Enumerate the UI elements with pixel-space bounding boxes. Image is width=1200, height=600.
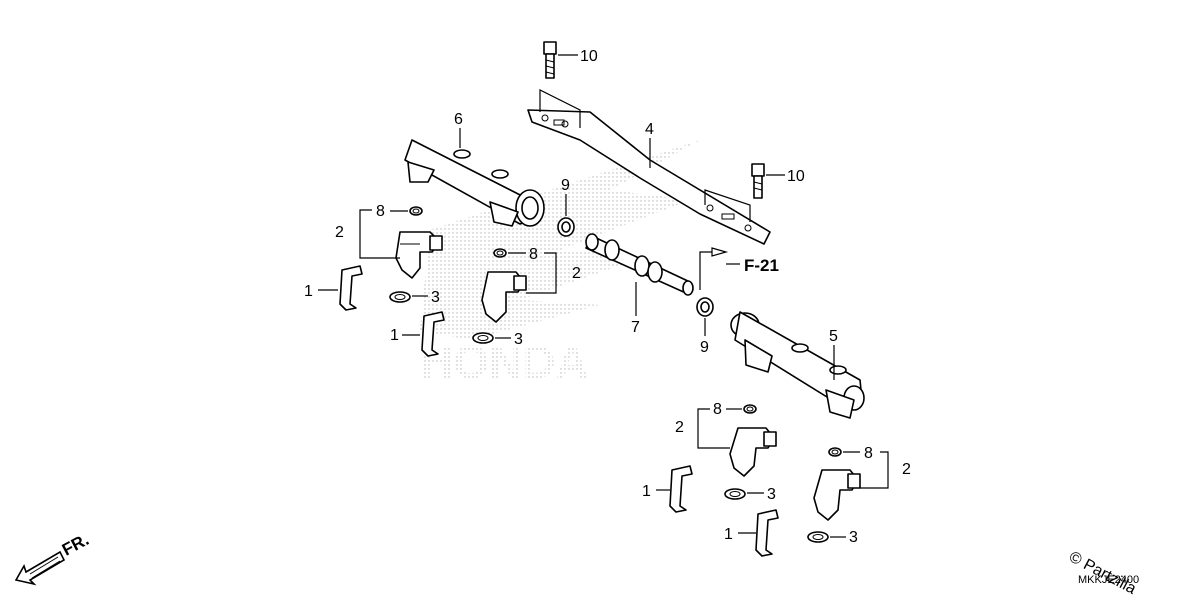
- joint-pipe-7[interactable]: [585, 233, 694, 296]
- fuel-rail-6[interactable]: [404, 139, 545, 227]
- callout-1-d: 1: [724, 526, 733, 543]
- callout-10-b: 10: [787, 168, 805, 185]
- seal-ring-3-c[interactable]: [724, 488, 746, 500]
- callout-3-b: 3: [514, 331, 523, 348]
- front-label: FR.: [59, 530, 92, 560]
- clip-1-a[interactable]: [339, 265, 363, 311]
- clip-1-d[interactable]: [755, 509, 779, 557]
- bolt-10-right[interactable]: [751, 163, 765, 199]
- callout-2-b: 2: [572, 265, 581, 282]
- callout-5: 5: [829, 328, 838, 345]
- callout-1-a: 1: [304, 283, 313, 300]
- washer-8-c[interactable]: [743, 404, 757, 414]
- callout-4: 4: [645, 121, 654, 138]
- callout-1-c: 1: [642, 483, 651, 500]
- watermark-brand: HONDA: [420, 336, 589, 388]
- seal-ring-3-b[interactable]: [472, 332, 494, 344]
- o-ring-9-left[interactable]: [557, 217, 575, 237]
- callout-6: 6: [454, 111, 463, 128]
- reference-f21[interactable]: F-21: [744, 256, 779, 275]
- bracket-4[interactable]: [527, 109, 771, 245]
- injector-2-d[interactable]: [813, 469, 861, 521]
- seal-ring-3-a[interactable]: [389, 291, 411, 303]
- washer-8-d[interactable]: [828, 447, 842, 457]
- injector-2-b[interactable]: [481, 271, 527, 323]
- injector-2-c[interactable]: [729, 427, 777, 477]
- clip-1-b[interactable]: [421, 311, 445, 357]
- seal-ring-3-d[interactable]: [807, 531, 829, 543]
- callout-2-c: 2: [675, 419, 684, 436]
- callout-9-a: 9: [561, 177, 570, 194]
- callout-3-c: 3: [767, 486, 776, 503]
- washer-8-b[interactable]: [493, 248, 507, 258]
- washer-8-a[interactable]: [409, 206, 423, 216]
- callout-8-d: 8: [864, 445, 873, 462]
- callout-2-a: 2: [335, 224, 344, 241]
- bolt-10-top[interactable]: [543, 41, 557, 79]
- callout-2-d: 2: [902, 461, 911, 478]
- injector-2-a[interactable]: [395, 231, 443, 279]
- callout-7: 7: [631, 319, 640, 336]
- callout-8-b: 8: [529, 246, 538, 263]
- fuel-rail-5[interactable]: [730, 311, 865, 419]
- callout-8-c: 8: [713, 401, 722, 418]
- callout-8-a: 8: [376, 203, 385, 220]
- clip-1-c[interactable]: [669, 465, 693, 513]
- callout-3-a: 3: [431, 289, 440, 306]
- callout-1-b: 1: [390, 327, 399, 344]
- callout-3-d: 3: [849, 529, 858, 546]
- o-ring-9-right[interactable]: [696, 297, 714, 317]
- callout-9-b: 9: [700, 339, 709, 356]
- front-arrow-icon: [14, 550, 66, 586]
- diagram-code: MKKJE2400: [1078, 574, 1139, 586]
- callout-10-a: 10: [580, 48, 598, 65]
